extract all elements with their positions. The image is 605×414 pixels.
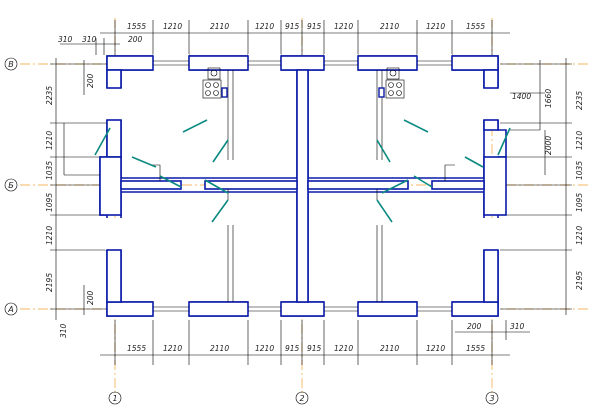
dim-top-6: 915 — [307, 22, 322, 31]
dim-top-9: 1210 — [426, 22, 445, 31]
axis-label-3: 3 — [489, 394, 494, 403]
dim-top-10: 1555 — [466, 22, 485, 31]
dim-bottom-left-310: 310 — [59, 323, 68, 338]
door-swings — [94, 119, 511, 223]
dim-bottom-6: 915 — [307, 344, 322, 353]
dim-left-2235: 2235 — [45, 86, 54, 105]
dim-right-1095: 1095 — [575, 193, 584, 212]
dim-bottom-9: 1210 — [426, 344, 445, 353]
dim-top-outer-310b: 310 — [82, 35, 97, 44]
dim-top-4: 1210 — [255, 22, 274, 31]
walls — [99, 54, 507, 318]
dim-top-7: 1210 — [334, 22, 353, 31]
top-dimension-chain: 310 310 200 1555 1210 2110 1210 915 915 … — [58, 20, 510, 55]
axis-label-a: А — [7, 305, 13, 314]
dim-top-outer-310a: 310 — [58, 35, 73, 44]
dim-bottom-right-310: 310 — [510, 322, 525, 331]
column-axis-markers: 1 2 3 — [108, 391, 499, 405]
dim-right-2195: 2195 — [575, 271, 584, 290]
dim-top-5: 915 — [285, 22, 300, 31]
dim-right-2235: 2235 — [575, 91, 584, 110]
axis-label-1: 1 — [112, 394, 117, 403]
dim-right-inner-1400: 1400 — [512, 92, 531, 101]
dim-top-8: 2110 — [380, 22, 399, 31]
dim-right-inner-2000: 2000 — [544, 136, 553, 155]
dim-top-outer-200: 200 — [128, 35, 143, 44]
entry-lines — [63, 123, 540, 176]
kitchen-equipment-left — [202, 67, 228, 99]
row-axis-markers: В Б А — [4, 57, 18, 316]
dim-left-1035: 1035 — [45, 161, 54, 180]
dim-bottom-3: 2110 — [210, 344, 229, 353]
dim-bottom-4: 1210 — [255, 344, 274, 353]
dim-bottom-5: 915 — [285, 344, 300, 353]
dim-top-3: 2110 — [210, 22, 229, 31]
dim-top-2: 1210 — [163, 22, 182, 31]
dim-left-200-top: 200 — [86, 73, 95, 88]
axis-label-v: В — [8, 60, 14, 69]
dim-left-1210-upper: 1210 — [45, 131, 54, 150]
dim-bottom-8: 2110 — [380, 344, 399, 353]
dim-right-inner-1660: 1660 — [544, 89, 553, 108]
axis-label-2: 2 — [299, 394, 304, 403]
dim-right-1210-upper: 1210 — [575, 131, 584, 150]
dim-left-2195: 2195 — [45, 273, 54, 292]
dim-right-1210-lower: 1210 — [575, 226, 584, 245]
dim-bottom-1: 1555 — [127, 344, 146, 353]
dim-right-1035: 1035 — [575, 161, 584, 180]
dim-left-1210-lower: 1210 — [45, 226, 54, 245]
dim-bottom-7: 1210 — [334, 344, 353, 353]
axis-label-b: Б — [8, 181, 14, 190]
dim-top-1: 1555 — [127, 22, 146, 31]
dim-bottom-2: 1210 — [163, 344, 182, 353]
dim-left-200-bottom: 200 — [86, 290, 95, 305]
right-dimension-chain: 2235 1210 1035 1095 1210 2195 1400 1660 … — [500, 58, 584, 315]
dim-left-1095: 1095 — [45, 193, 54, 212]
dim-bottom-10: 1555 — [466, 344, 485, 353]
bottom-dimension-chain: 1555 1210 2110 1210 915 915 1210 2110 12… — [59, 320, 530, 365]
kitchen-equipment-right — [378, 67, 405, 99]
left-dimension-chain: 200 2235 1210 1035 1095 1210 2195 200 — [45, 58, 110, 320]
dim-bottom-right-200: 200 — [467, 322, 482, 331]
